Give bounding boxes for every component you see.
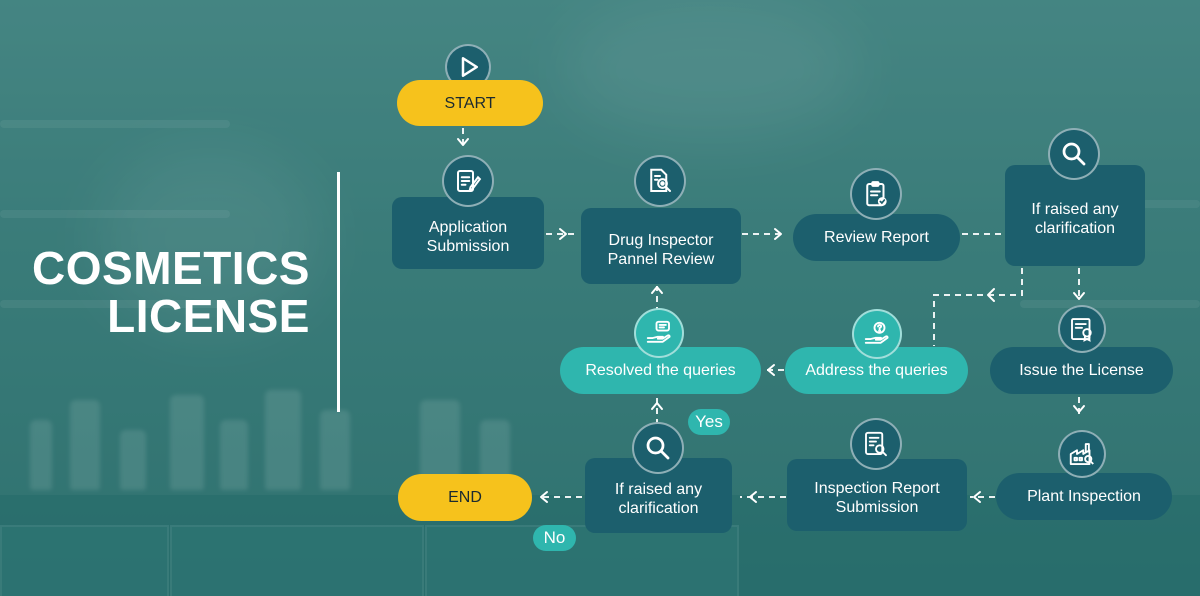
title-line-2: LICENSE	[107, 290, 310, 342]
arrowhead	[973, 491, 981, 503]
background-cabinet	[170, 525, 424, 596]
document-inspect-icon	[634, 155, 686, 207]
arrowhead	[559, 228, 567, 240]
background-shelf	[0, 210, 230, 218]
form-edit-icon	[442, 155, 494, 207]
arrowhead	[749, 491, 757, 503]
certificate-icon	[1058, 305, 1106, 353]
background-shelf	[0, 120, 230, 128]
plant-inspection-node: Plant Inspection	[996, 473, 1172, 520]
background-cabinet	[0, 525, 169, 596]
arrowhead	[457, 138, 469, 146]
report-search-icon	[850, 418, 902, 470]
yes-label: Yes	[688, 409, 730, 435]
end-terminal: END	[398, 474, 532, 521]
start-terminal: START	[397, 80, 543, 126]
magnifier-icon	[632, 422, 684, 474]
factory-inspection-icon	[1058, 430, 1106, 478]
drug-inspector-review-node: Drug Inspector Pannel Review	[581, 208, 741, 284]
hand-question-icon	[852, 309, 902, 359]
divider-line	[337, 172, 340, 412]
background-bottle	[320, 410, 350, 490]
background-shelf	[1020, 300, 1200, 308]
arrowhead	[651, 286, 663, 294]
hand-message-icon	[634, 308, 684, 358]
arrowhead	[540, 491, 548, 503]
background-bottle	[170, 395, 204, 490]
background-bottle	[120, 430, 146, 490]
background-cabinet	[425, 525, 739, 596]
title-line-1: COSMETICS	[32, 242, 310, 294]
arrowhead	[651, 402, 663, 410]
issue-license-node: Issue the License	[990, 347, 1173, 394]
background-shelf	[0, 300, 230, 308]
clipboard-check-icon	[850, 168, 902, 220]
arrowhead	[987, 288, 995, 302]
clarification-top-node: If raised any clarification	[1005, 165, 1145, 266]
application-submission-node: Application Submission	[392, 197, 544, 269]
background-light	[100, 150, 320, 330]
review-report-node: Review Report	[793, 214, 960, 261]
background-light	[560, 0, 860, 140]
arrowhead	[767, 364, 775, 376]
connector-clarification-to-address	[933, 268, 1023, 346]
background-bottle	[220, 420, 248, 490]
arrowhead	[774, 228, 782, 240]
inspection-report-node: Inspection Report Submission	[787, 459, 967, 531]
background-bottle	[265, 390, 301, 490]
no-label: No	[533, 525, 576, 551]
background-bottle	[70, 400, 100, 490]
background-bottle	[30, 420, 52, 490]
arrowhead	[1073, 405, 1085, 413]
magnifier-icon	[1048, 128, 1100, 180]
page-title: COSMETICS LICENSE	[32, 244, 310, 340]
arrowhead	[1073, 292, 1085, 300]
